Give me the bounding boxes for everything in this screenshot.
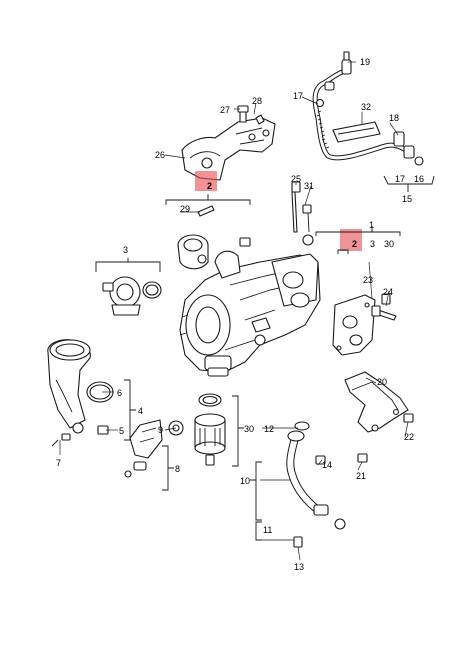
- callout-4: 4: [138, 406, 143, 416]
- callout-13: 13: [294, 562, 304, 572]
- callout-23: 23: [363, 275, 373, 285]
- callout-17-lower: 17: [395, 174, 405, 184]
- callout-9: 9: [158, 425, 163, 435]
- leader-lines: [59, 61, 409, 561]
- heat-shield-part-20: [344, 371, 409, 433]
- callout-2-highlighted-right: 2: [352, 239, 357, 249]
- callout-11: 11: [263, 525, 272, 535]
- stud-part-24: [371, 305, 397, 321]
- callout-16: 16: [414, 174, 424, 184]
- callout-27: 27: [220, 105, 230, 115]
- callout-14: 14: [322, 460, 332, 470]
- callout-25: 25: [291, 174, 301, 184]
- callout-30-upper: 30: [384, 239, 394, 249]
- actuator-part-3: [102, 276, 162, 316]
- callout-26: 26: [155, 150, 165, 160]
- callout-3-right: 3: [370, 239, 375, 249]
- callout-19: 19: [360, 57, 370, 67]
- studs-part-25-31: [291, 181, 314, 246]
- highlight-part-2-right: [340, 229, 362, 251]
- callout-2-highlighted-upper: 2: [207, 181, 212, 191]
- callout-18: 18: [389, 113, 399, 123]
- callout-labels: 19 17 32 27 28 18 26 2 25 31 17 16 15 29…: [56, 57, 424, 572]
- highlight-part-2-upper: [195, 171, 217, 191]
- grouping-braces: [95, 175, 435, 541]
- callout-22: 22: [404, 432, 414, 442]
- gasket-part-23: [332, 294, 376, 356]
- callout-7: 7: [56, 458, 61, 468]
- oil-return-line-part-10: [286, 293, 414, 548]
- intake-elbow-part-6: [47, 339, 114, 429]
- mounting-bracket-part-2: [181, 105, 276, 181]
- callout-12: 12: [264, 424, 274, 434]
- callout-31: 31: [304, 181, 314, 191]
- heat-shield-part-32: [332, 121, 381, 143]
- callout-32: 32: [361, 102, 371, 112]
- callout-21: 21: [356, 471, 366, 481]
- callout-8: 8: [175, 464, 180, 474]
- callout-3-left: 3: [123, 245, 128, 255]
- callout-29: 29: [180, 204, 190, 214]
- callout-10: 10: [240, 476, 250, 486]
- callout-20: 20: [377, 377, 387, 387]
- callout-15: 15: [402, 194, 412, 204]
- callout-17-upper: 17: [293, 91, 303, 101]
- oil-supply-line: [312, 51, 424, 166]
- sensor-part-8: [124, 419, 163, 478]
- bolts-part-5-and-7: [51, 422, 109, 447]
- turbocharger-housing: [179, 250, 321, 377]
- callout-1: 1: [369, 220, 374, 230]
- callout-6: 6: [117, 388, 122, 398]
- callout-24: 24: [383, 287, 393, 297]
- callout-30-lower: 30: [244, 424, 254, 434]
- valve-part-29: [177, 205, 251, 270]
- oil-filter-housing-part-30: [168, 393, 226, 466]
- callout-5: 5: [119, 426, 124, 436]
- callout-28: 28: [252, 96, 262, 106]
